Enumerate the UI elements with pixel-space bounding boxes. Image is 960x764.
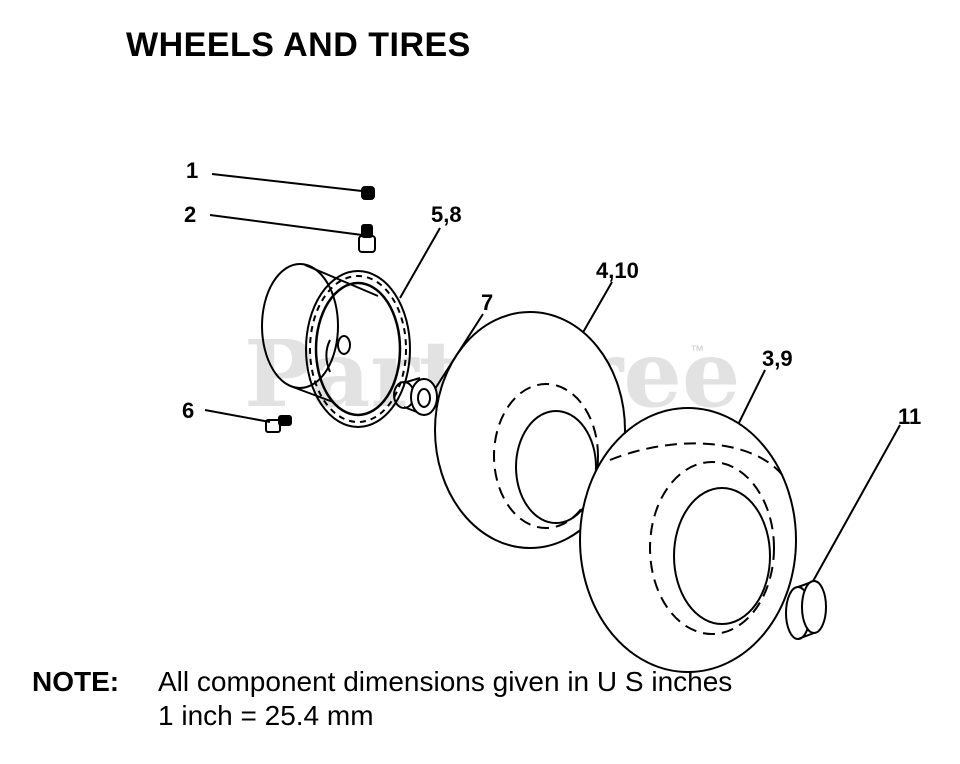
leader-line-2 [209,214,363,236]
rear-tire-part [579,407,797,673]
leader-line-1 [211,173,363,192]
callout-label-2: 2 [184,202,197,227]
page-title: WHEELS AND TIRES [126,26,471,64]
leader-line-6 [204,409,271,423]
callout-label-4-10: 4,10 [596,258,639,283]
callout-label-1: 1 [186,158,199,183]
note-conversion-text: 1 inch = 25.4 mm [158,700,374,731]
callout-label-7: 7 [481,290,494,315]
callout-label-6: 6 [182,398,195,423]
wheel-rim-part [261,263,411,428]
note-label: NOTE: [32,666,120,697]
valve-cap-part [361,186,375,200]
bushing-part [393,377,438,416]
valve-stem-part [358,224,376,253]
note-dimensions-text: All component dimensions given in U S in… [158,666,733,697]
callout-label-5-8: 5,8 [431,202,462,227]
callout-label-11: 11 [898,404,922,429]
wheel-cap-part [785,580,827,640]
leader-line-11 [811,424,901,584]
trademark-symbol: ™ [690,342,704,358]
front-tire-part [434,311,626,549]
bolt-part [265,415,292,433]
callout-label-3-9: 3,9 [762,346,793,371]
leader-line-5-8 [399,227,441,299]
